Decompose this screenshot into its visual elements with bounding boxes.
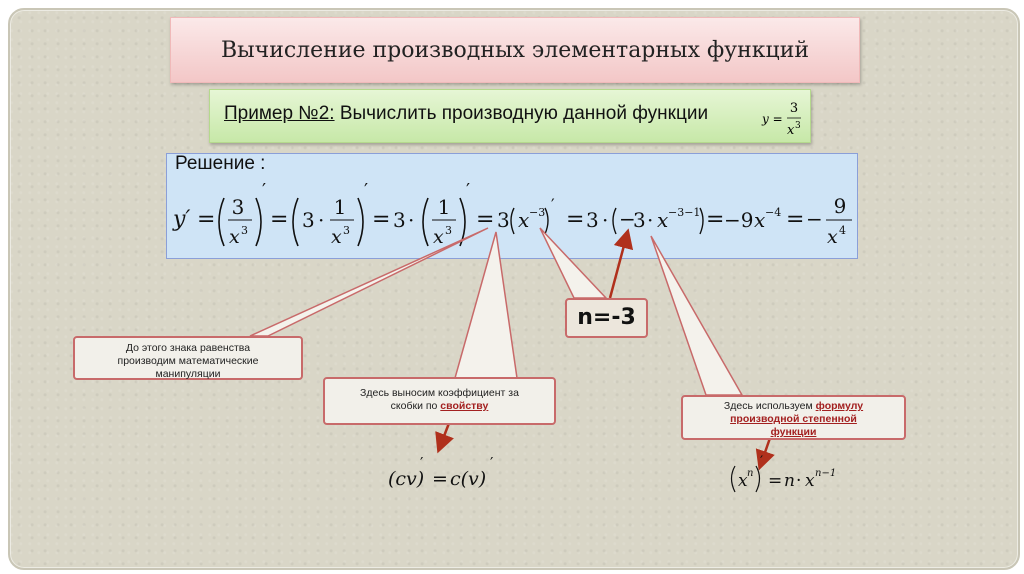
- eq-dot-3: ·: [602, 208, 608, 232]
- callout-pointers: [249, 227, 744, 396]
- example-den-x: x: [787, 123, 795, 138]
- eq-frac1-den-x: x: [229, 226, 240, 248]
- rule-power-prime: ′: [760, 454, 763, 470]
- eq-prime-3: ′: [466, 180, 470, 201]
- n-value-box: n=-3: [565, 298, 648, 338]
- eq-prime-1: ′: [262, 180, 266, 201]
- formula-link-line3[interactable]: функции: [770, 426, 817, 438]
- eq-dot-1: ·: [318, 208, 324, 232]
- rule-power-dot: ·: [796, 471, 801, 491]
- callout-coef-line2: скобки по: [390, 400, 441, 412]
- eq-frac2-den-exp: 3: [343, 224, 350, 237]
- eq-sign-5: =: [566, 207, 584, 232]
- slide-title: Вычисление производных элементарных функ…: [220, 37, 810, 63]
- callout-manip-line2: производим математические: [117, 355, 259, 367]
- main-equation: y′ = 3 x 3 ′ = 3 · 1 x 3 ′ = 3 · 1 x 3 ′…: [172, 180, 852, 248]
- eq-sign-4: =: [476, 207, 494, 232]
- solution-label: Решение :: [175, 153, 266, 174]
- eq-three-2: 3: [302, 208, 315, 232]
- rule-cv: (cv) ′ = c(v) ′: [388, 454, 494, 490]
- example-num: 3: [790, 101, 798, 116]
- callout-manip-line3: манипуляции: [155, 368, 221, 380]
- callout-manipulations: До этого знака равенства производим мате…: [73, 336, 303, 380]
- eq-frac3-den-exp: 3: [445, 224, 452, 237]
- rule-power-n: n: [784, 471, 795, 491]
- property-link[interactable]: свойству: [440, 400, 489, 412]
- eq-frac1-num: 3: [232, 195, 245, 219]
- eq-frac1-den-exp: 3: [241, 224, 248, 237]
- eq-frac4-den-exp: 4: [839, 224, 846, 237]
- eq-three-5: 3: [586, 208, 599, 232]
- eq-three-4: 3: [497, 208, 510, 232]
- callout-formula-line1: Здесь используем: [723, 400, 816, 412]
- eq-sign-6: =: [706, 207, 724, 232]
- eq-frac4-num: 9: [834, 194, 847, 218]
- example-text: Пример №2: Вычислить производную данной …: [224, 103, 708, 125]
- eq-x-m3m1: x: [657, 208, 668, 232]
- example-formula: y = 3 x 3: [761, 101, 801, 138]
- eq-frac4-den-x: x: [827, 226, 838, 248]
- eq-dot-4: ·: [647, 208, 653, 232]
- formula-link-line2[interactable]: производной степенной: [730, 413, 857, 425]
- eq-prime-4: ′: [551, 195, 555, 214]
- eq-minus-2: −: [806, 207, 823, 231]
- callout-manip-line1: До этого знака равенства: [125, 342, 251, 354]
- eq-x-m3: x: [518, 208, 529, 232]
- eq-sign-3: =: [372, 207, 390, 232]
- rule-power-x2: x: [805, 471, 815, 491]
- eq-sign-7: =: [786, 207, 804, 232]
- eq-frac3-den-x: x: [433, 226, 444, 248]
- example-box: Пример №2: Вычислить производную данной …: [209, 89, 811, 143]
- eq-three-3: 3: [393, 208, 406, 232]
- n-arrow: [608, 228, 634, 299]
- example-y-eq: y =: [761, 112, 783, 126]
- eq-frac3-num: 1: [438, 195, 451, 219]
- eq-exp-m4: −4: [765, 206, 781, 219]
- solution-box: Решение :: [166, 153, 858, 259]
- eq-sign-1: =: [197, 207, 215, 232]
- eq-prime-2: ′: [364, 180, 368, 201]
- rule-cv-eq: =: [432, 468, 448, 490]
- eq-exp-m3m1: −3−1: [668, 206, 700, 219]
- rule-cv-prime-1: ′: [420, 454, 424, 472]
- eq-y-prime: y′: [172, 207, 190, 232]
- eq-frac2-num: 1: [334, 195, 347, 219]
- rule-cv-lhs: (cv): [388, 468, 424, 490]
- eq-frac2-den-x: x: [331, 226, 342, 248]
- eq-three-6: 3: [633, 208, 646, 232]
- eq-dot-2: ·: [408, 208, 414, 232]
- rule-power-exp-n: n: [747, 468, 753, 479]
- title-box: Вычисление производных элементарных функ…: [170, 17, 860, 83]
- eq-minus-1: −: [619, 207, 636, 231]
- rule-cv-prime-2: ′: [490, 454, 494, 472]
- rule-power-exp-nm1: n−1: [815, 468, 836, 479]
- eq-sign-2: =: [270, 207, 288, 232]
- eq-x-m4: x: [754, 208, 765, 232]
- example-description: Вычислить производную данной функции: [339, 103, 709, 124]
- formula-link[interactable]: формулу: [815, 400, 864, 412]
- example-den-exp: 3: [795, 121, 801, 131]
- rule-power-x: x: [738, 471, 748, 491]
- n-value-label: n=-3: [577, 305, 636, 330]
- callout-power-formula: Здесь используем формулу производной сте…: [681, 395, 906, 440]
- rule-cv-rhs: c(v): [450, 468, 486, 490]
- eq-exp-m3: −3: [529, 206, 545, 219]
- example-prefix: Пример №2:: [224, 103, 335, 124]
- callout-coef-line1: Здесь выносим коэффициент за: [360, 387, 519, 399]
- formula-arrow: [755, 437, 775, 471]
- eq-minus9: −9: [724, 208, 753, 232]
- rule-power: x n ′ = n · x n−1: [730, 454, 836, 493]
- callout-coefficient: Здесь выносим коэффициент за скобки по с…: [323, 377, 556, 425]
- rule-power-eq: =: [768, 471, 782, 491]
